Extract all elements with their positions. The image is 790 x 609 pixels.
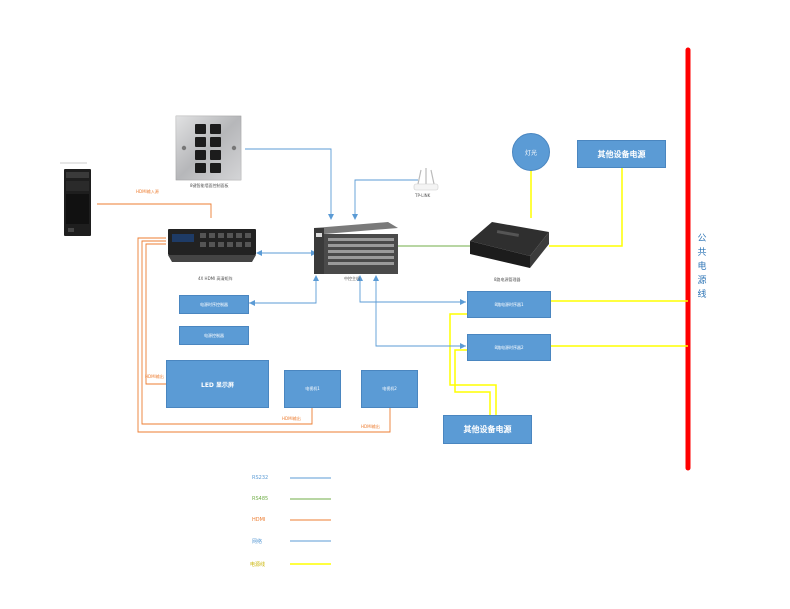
led-hdmi-caption: HDMI输出 — [145, 374, 164, 379]
led-screen-box: LED 显示屏 — [166, 360, 269, 408]
tv2-hdmi-caption: HDMI输出 — [361, 424, 380, 429]
hdmi-lines — [97, 203, 391, 433]
other-power-top-box: 其他设备电源 — [577, 140, 666, 168]
hdmi-matrix-icon — [168, 229, 256, 262]
power-lines — [449, 167, 688, 415]
legend-label-hdmi: HDMI — [252, 517, 266, 523]
pc-hdmi-caption: HDMI输入源 — [136, 189, 159, 194]
power-controller-2-box: 电源控制器 — [179, 326, 249, 345]
legend-lines — [290, 477, 331, 565]
power-sequencer-2-box: 8路电源时序器2 — [467, 334, 551, 361]
pc-tower-icon — [60, 162, 91, 236]
control-host-icon — [314, 222, 398, 274]
wifi-caption: TP-LINK — [415, 193, 431, 198]
control-lines — [245, 148, 466, 347]
power-sequencer-1-box: 8路电源时序器1 — [467, 291, 551, 318]
tv1-hdmi-caption: HDMI输出 — [282, 416, 301, 421]
tv-2-box: 电视机2 — [361, 370, 418, 408]
wall-panel-caption: 8键智能墙面控制面板 — [190, 183, 229, 188]
legend-label-rs232: RS232 — [252, 475, 269, 481]
legend-label-rs485: RS485 — [252, 496, 269, 502]
power-manager-icon — [470, 222, 549, 268]
other-power-bottom-box: 其他设备电源 — [443, 415, 532, 444]
legend-label-network: 网络 — [252, 539, 263, 545]
arrowheads — [249, 214, 466, 349]
matrix-caption: 4X HDMI 高清矩阵 — [198, 276, 233, 281]
public-power-bus-label: 公共电源线 — [697, 234, 707, 300]
light-node: 灯光 — [512, 133, 550, 171]
tv-1-box: 电视机1 — [284, 370, 341, 408]
host-caption: 中控主机 — [344, 276, 360, 281]
power-controller-1-box: 电源时序控制器 — [179, 295, 249, 314]
power-manager-caption: 8路电源管理器 — [494, 277, 521, 282]
legend-label-power: 电源线 — [250, 562, 266, 568]
wifi-router-icon — [413, 168, 439, 191]
wall-panel-icon — [175, 115, 242, 181]
